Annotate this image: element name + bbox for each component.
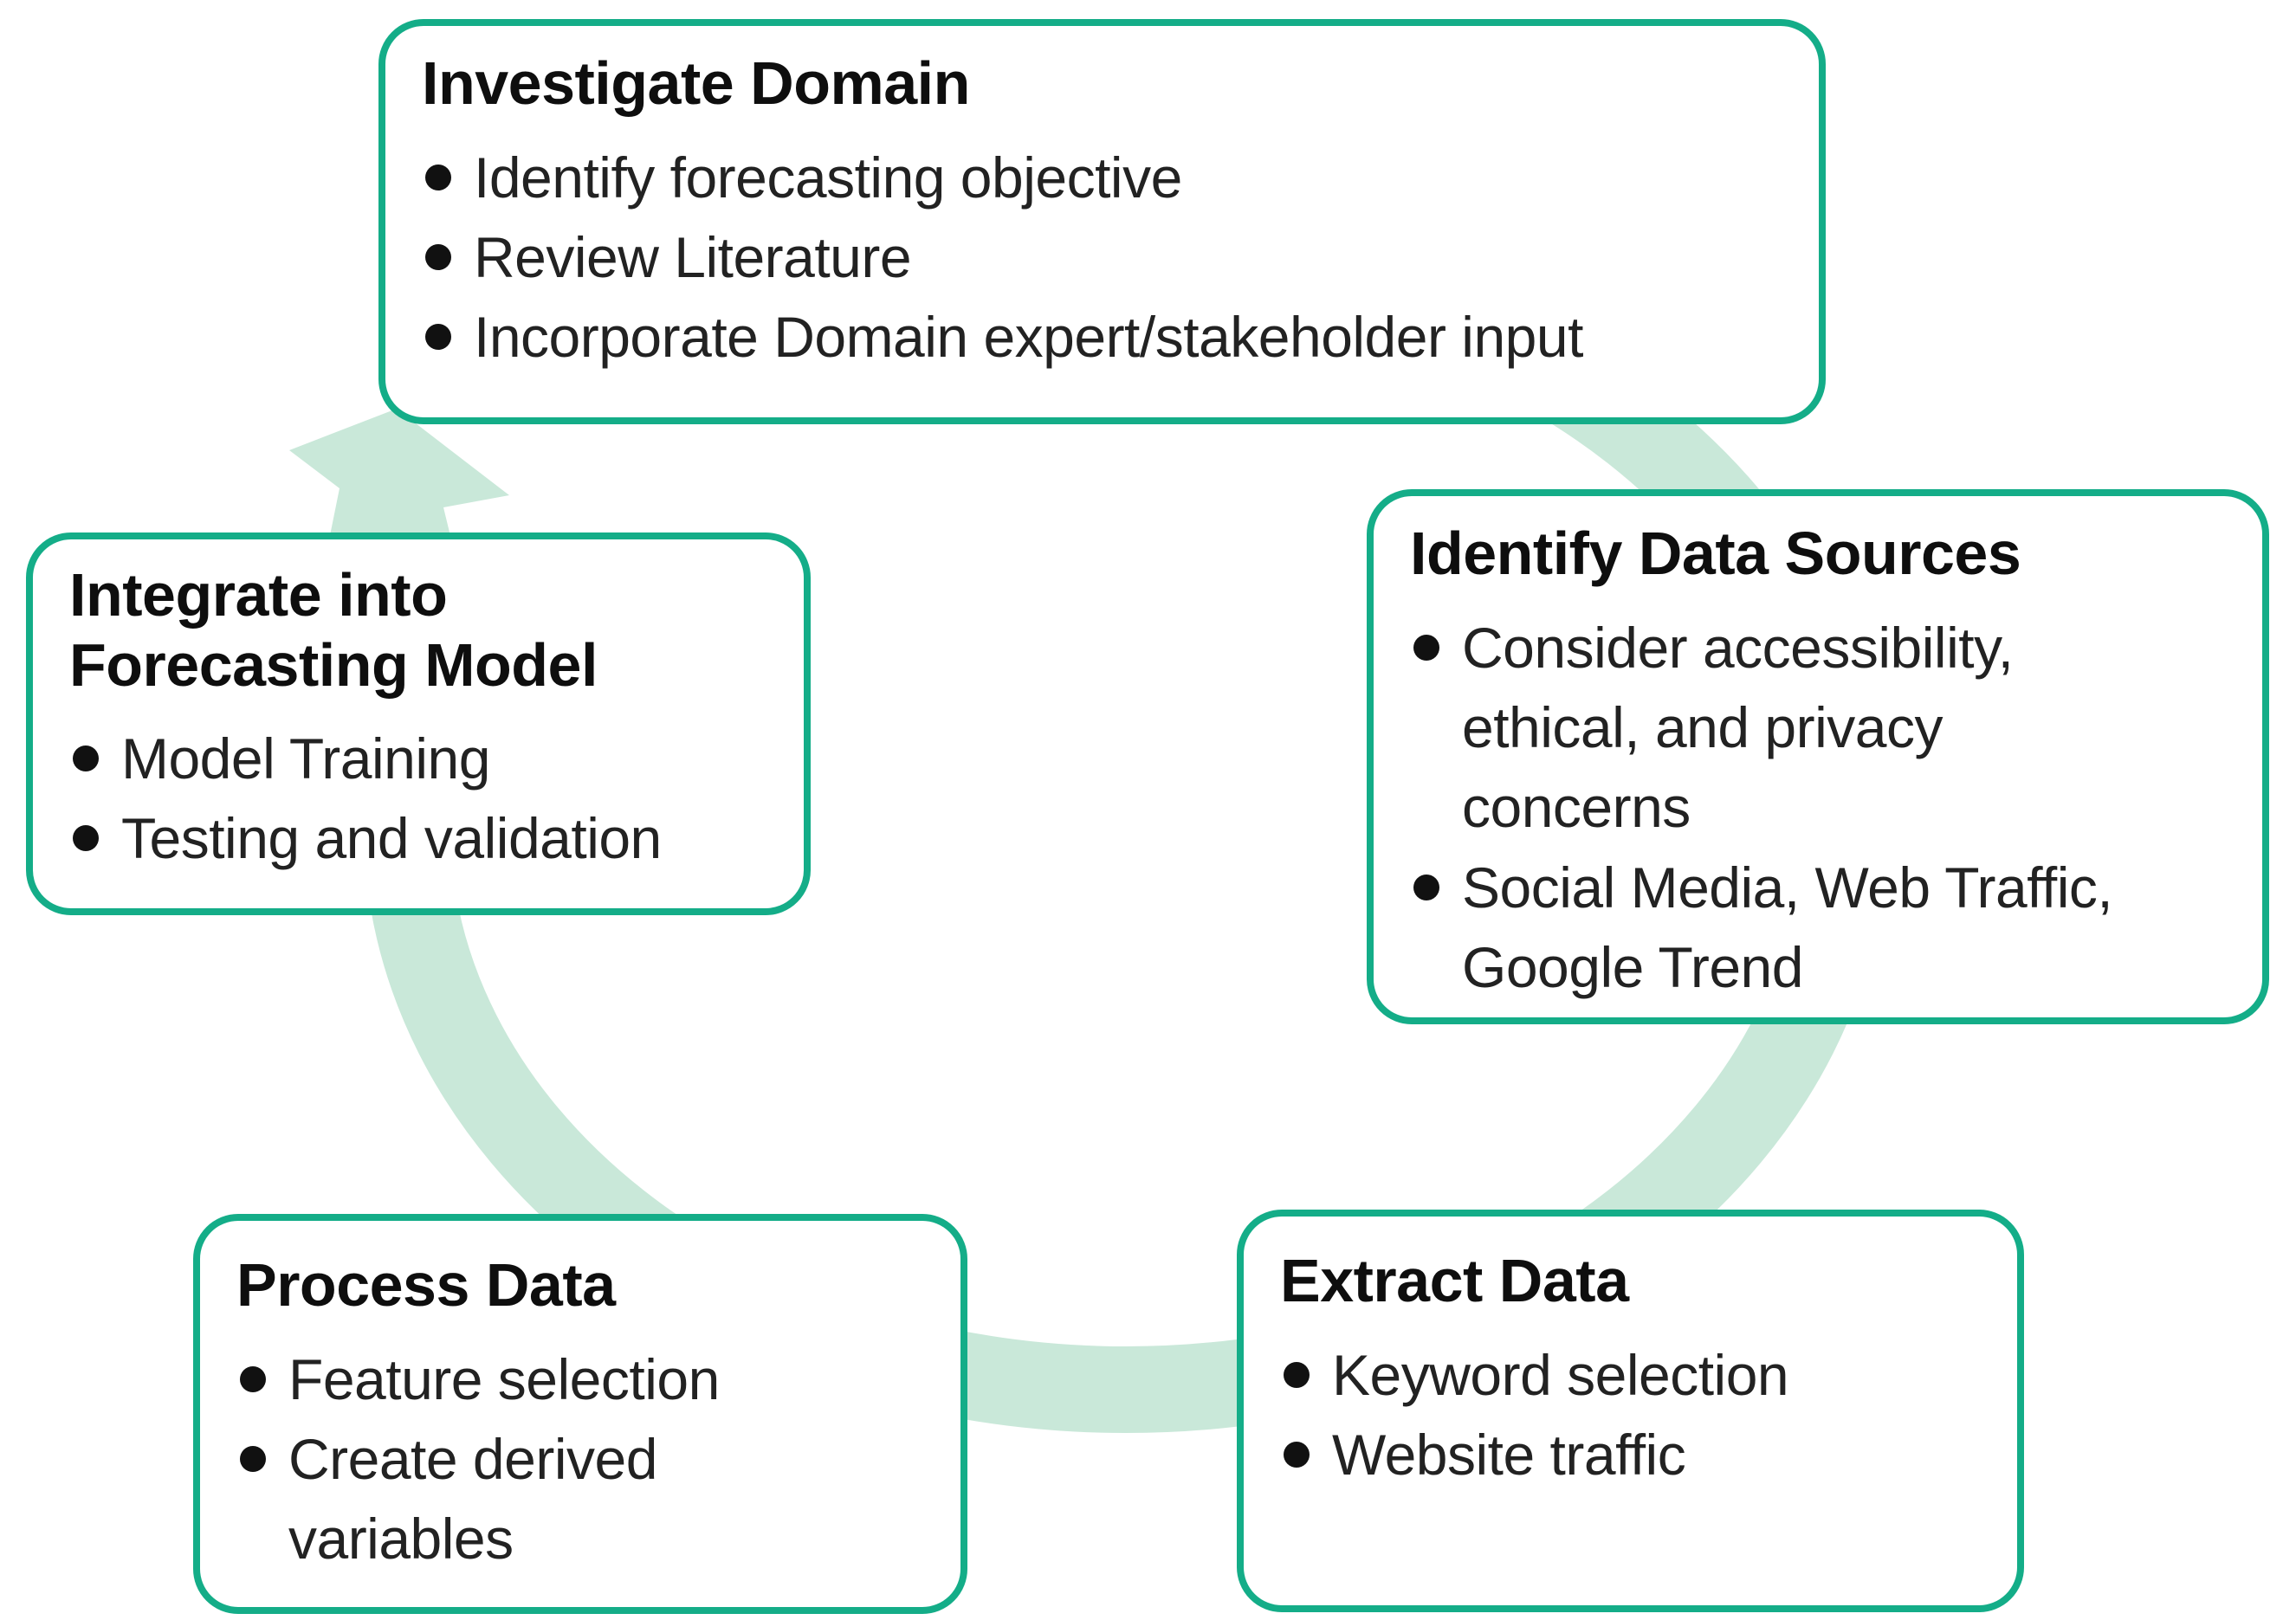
bullet-dot-icon (425, 243, 451, 270)
bullet-list: Model Training Testing and validation (69, 719, 786, 879)
list-item: Create derived variables (236, 1419, 935, 1579)
bullet-dot-icon (1413, 634, 1439, 661)
node-title: Process Data (236, 1251, 616, 1319)
list-item: Identify forecasting objective (422, 138, 1784, 217)
bullet-text: Social Media, Web Traffic, Google Trend (1462, 855, 2113, 1000)
bullet-list: Consider accessibility, ethical, and pri… (1410, 608, 2236, 1008)
bullet-dot-icon (1284, 1361, 1310, 1388)
node-title: Extract Data (1280, 1247, 1629, 1314)
list-item: Social Media, Web Traffic, Google Trend (1410, 848, 2236, 1008)
bullet-dot-icon (240, 1365, 266, 1392)
bullet-text: Keyword selection (1332, 1342, 1789, 1407)
node-title: Identify Data Sources (1410, 520, 2021, 587)
bullet-dot-icon (73, 825, 99, 852)
bullet-list: Identify forecasting objective Review Li… (422, 138, 1784, 378)
list-item: Feature selection (236, 1339, 935, 1419)
node-title: Investigate Domain (422, 49, 970, 117)
list-item: Incorporate Domain expert/stakeholder in… (422, 297, 1784, 377)
bullet-text: Incorporate Domain expert/stakeholder in… (474, 305, 1583, 370)
node-process-data: Process Data Feature selection Create de… (193, 1214, 967, 1614)
list-item: Keyword selection (1280, 1335, 1991, 1415)
bullet-dot-icon (425, 324, 451, 351)
bullet-dot-icon (73, 745, 99, 771)
bullet-dot-icon (1284, 1441, 1310, 1468)
node-integrate-into-forecasting-model: Integrate into Forecasting Model Model T… (26, 532, 811, 915)
bullet-dot-icon (425, 164, 451, 190)
node-title: Integrate into Forecasting Model (69, 561, 598, 699)
bullet-list: Feature selection Create derived variabl… (236, 1339, 935, 1579)
bullet-text: Website traffic (1332, 1422, 1686, 1487)
bullet-dot-icon (240, 1445, 266, 1472)
bullet-list: Keyword selection Website traffic (1280, 1335, 1991, 1495)
list-item: Model Training (69, 719, 786, 798)
list-item: Review Literature (422, 217, 1784, 297)
list-item: Consider accessibility, ethical, and pri… (1410, 608, 2236, 848)
bullet-dot-icon (1413, 874, 1439, 900)
node-investigate-domain: Investigate Domain Identify forecasting … (378, 19, 1826, 424)
bullet-text: Identify forecasting objective (474, 145, 1182, 210)
list-item: Website traffic (1280, 1415, 1991, 1494)
bullet-text: Review Literature (474, 224, 912, 289)
bullet-text: Consider accessibility, ethical, and pri… (1462, 615, 2014, 840)
node-identify-data-sources: Identify Data Sources Consider accessibi… (1367, 489, 2269, 1024)
bullet-text: Testing and validation (121, 806, 662, 871)
bullet-text: Create derived variables (288, 1426, 657, 1572)
bullet-text: Feature selection (288, 1346, 720, 1411)
node-extract-data: Extract Data Keyword selection Website t… (1237, 1210, 2024, 1612)
bullet-text: Model Training (121, 726, 490, 791)
list-item: Testing and validation (69, 798, 786, 878)
